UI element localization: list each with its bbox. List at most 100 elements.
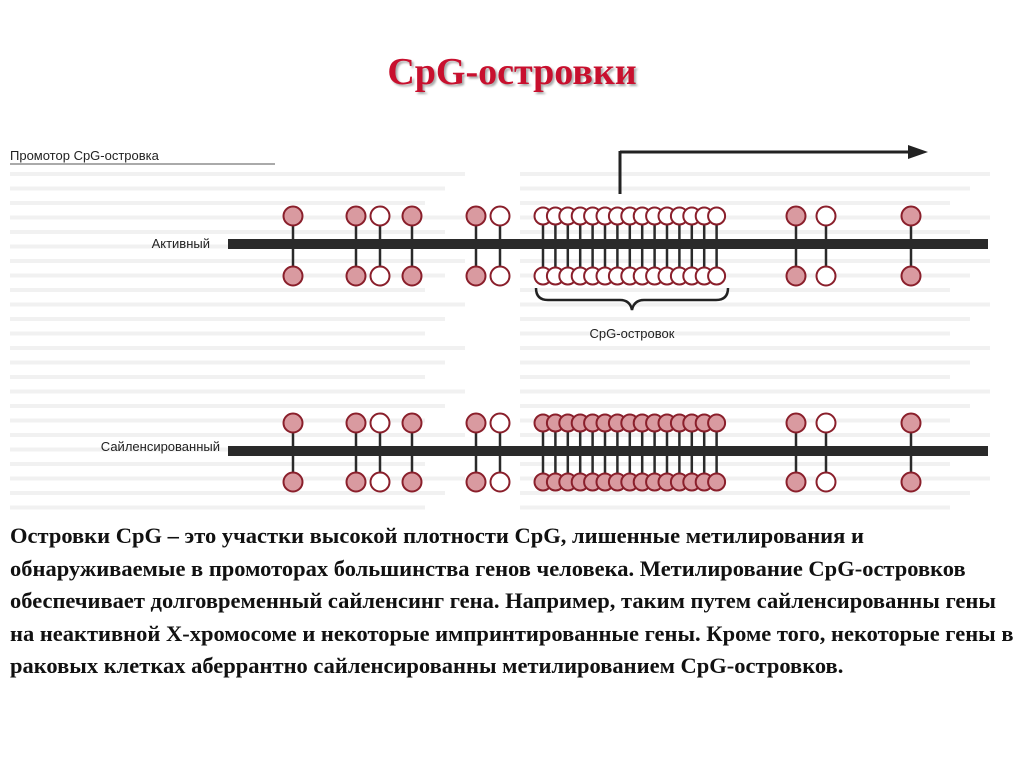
background-text-line	[10, 317, 445, 321]
cpg-site	[815, 265, 837, 287]
cpg-site	[465, 412, 487, 434]
cpg-site	[401, 265, 423, 287]
background-text-line	[10, 186, 445, 191]
background-text-line	[520, 215, 990, 220]
background-text-line	[520, 186, 970, 191]
cpg-site	[465, 471, 487, 493]
background-text-line	[10, 273, 445, 278]
background-text-line	[10, 389, 465, 394]
cpg-site	[900, 471, 922, 493]
description-text: Островки CpG – это участки высокой плотн…	[10, 523, 1014, 678]
background-text-line	[10, 346, 465, 350]
background-text-line	[520, 360, 970, 365]
slide-title: CpG-островки	[387, 51, 637, 93]
cpg-site	[369, 412, 391, 434]
background-text-line	[10, 215, 465, 220]
background-text-line	[520, 273, 970, 278]
cpg-site	[465, 265, 487, 287]
background-text-line	[10, 230, 445, 234]
background-text-line	[10, 375, 425, 379]
background-text-line	[10, 404, 445, 408]
cpg-site	[401, 471, 423, 493]
cpg-site	[282, 205, 304, 227]
background-text-line	[10, 491, 445, 495]
diagram-heading: Промотор CpG-островка	[10, 148, 160, 163]
background-text-line	[520, 375, 950, 379]
background-text-line	[10, 433, 465, 437]
background-text-line	[520, 172, 990, 176]
cpg-site	[815, 471, 837, 493]
transcription-start-arrow	[618, 145, 928, 194]
background-text-line	[520, 331, 950, 336]
island-label: CpG-островок	[590, 326, 675, 341]
cpg-site	[707, 413, 727, 433]
background-text-line	[520, 389, 990, 394]
cpg-site	[707, 472, 727, 492]
cpg-site	[785, 412, 807, 434]
cpg-site	[489, 265, 511, 287]
cpg-site	[345, 265, 367, 287]
cpg-site	[707, 206, 727, 226]
cpg-site	[345, 205, 367, 227]
background-text-line	[520, 346, 990, 350]
background-text-line	[10, 505, 425, 510]
background-text-line	[520, 201, 950, 205]
background-text-line	[520, 491, 970, 495]
cpg-site	[785, 471, 807, 493]
cpg-site	[369, 471, 391, 493]
background-text-line	[10, 447, 445, 452]
background-text-line	[520, 476, 990, 481]
background-text-line	[10, 302, 465, 307]
cpg-site	[345, 412, 367, 434]
background-text-line	[10, 418, 425, 423]
background-text-line	[10, 244, 425, 249]
background-text-line	[10, 172, 465, 176]
cpg-site	[345, 471, 367, 493]
cpg-site	[282, 412, 304, 434]
cpg-site	[785, 265, 807, 287]
cpg-site	[369, 265, 391, 287]
row-label-active: Активный	[152, 236, 210, 251]
cpg-site	[900, 265, 922, 287]
background-text-line	[520, 433, 990, 437]
background-text-line	[10, 360, 445, 365]
cpg-site	[489, 412, 511, 434]
background-text-line	[520, 302, 990, 307]
cpg-site	[465, 205, 487, 227]
cpg-site	[401, 205, 423, 227]
cpg-site	[815, 412, 837, 434]
cpg-site	[489, 205, 511, 227]
cpg-site	[900, 412, 922, 434]
background-text-line	[10, 288, 425, 292]
cpg-promoter-diagram: Промотор CpG-островка Активный Сайленсир…	[0, 128, 1024, 518]
cpg-site	[900, 205, 922, 227]
cpg-site	[815, 205, 837, 227]
cpg-site	[489, 471, 511, 493]
cpg-site	[707, 266, 727, 286]
cpg-site	[785, 205, 807, 227]
background-text-line	[520, 230, 970, 234]
background-text-texture	[10, 172, 990, 510]
background-text-line	[10, 462, 425, 466]
dna-strand-active	[228, 239, 988, 249]
background-text-line	[10, 476, 465, 481]
background-text-line	[520, 418, 950, 423]
cpg-sites-active	[282, 205, 922, 287]
background-text-line	[520, 259, 990, 263]
background-text-line	[10, 201, 425, 205]
row-label-silenced: Сайленсированный	[101, 439, 220, 454]
background-text-line	[520, 462, 950, 466]
cpg-site	[369, 205, 391, 227]
background-text-line	[10, 259, 465, 263]
background-text-line	[520, 404, 970, 408]
cpg-sites-silenced	[282, 412, 922, 493]
background-text-line	[10, 331, 425, 336]
cpg-site	[282, 471, 304, 493]
island-bracket	[534, 287, 730, 311]
cpg-site	[401, 412, 423, 434]
background-text-line	[520, 288, 950, 292]
background-text-line	[520, 505, 950, 510]
dna-strand-silenced	[228, 446, 988, 456]
background-text-line	[520, 317, 970, 321]
cpg-site	[282, 265, 304, 287]
